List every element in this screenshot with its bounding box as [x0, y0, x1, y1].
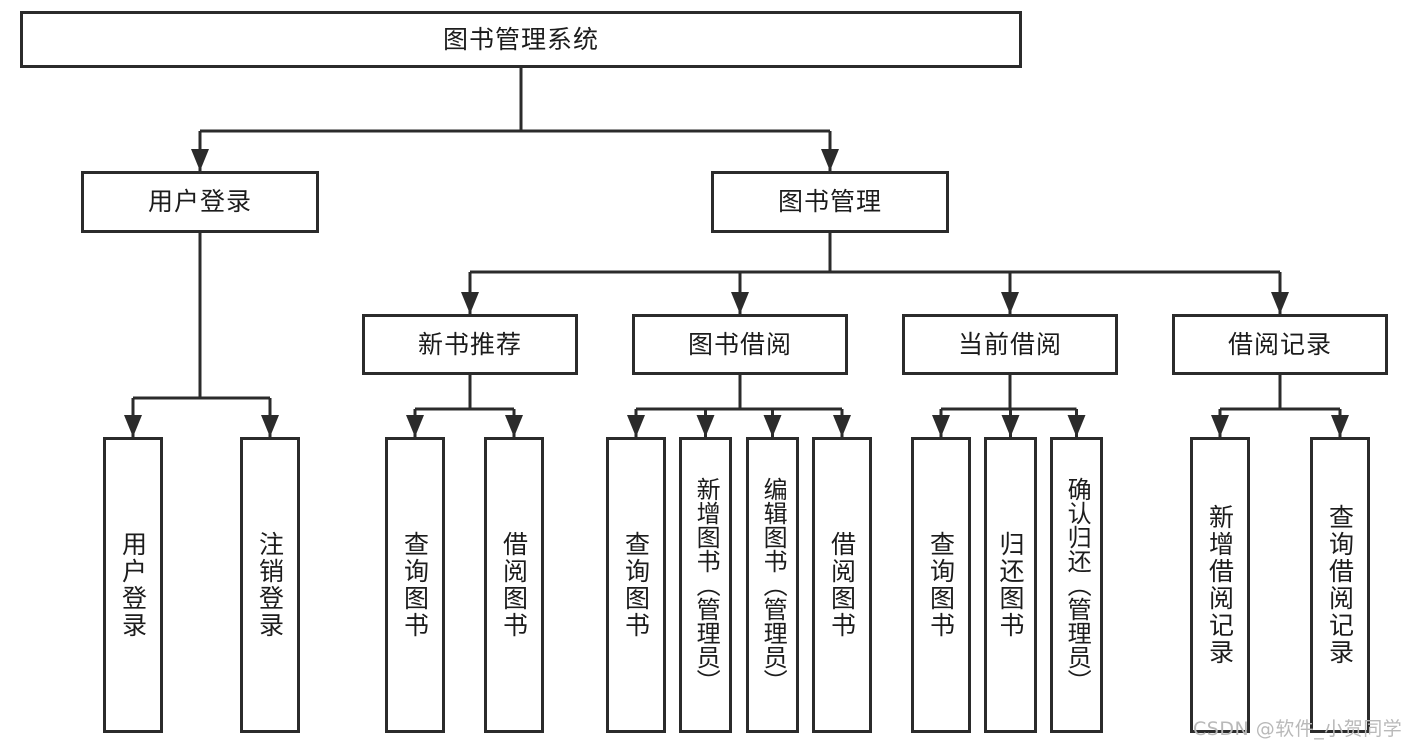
- node-book-manage[interactable]: 图书管理: [711, 171, 949, 233]
- node-book-borrow[interactable]: 图书借阅: [632, 314, 848, 375]
- arrowhead-icon: [1271, 292, 1289, 314]
- node-root[interactable]: 图书管理系统: [20, 11, 1022, 68]
- arrowhead-icon: [261, 415, 279, 437]
- node-label: 查询图书: [926, 531, 956, 639]
- node-label: 借阅记录: [1227, 329, 1332, 359]
- node-leaf-query-record[interactable]: 查询借阅记录: [1310, 437, 1370, 733]
- arrowhead-icon: [1067, 415, 1086, 437]
- node-label: 查询借阅记录: [1325, 504, 1355, 666]
- node-leaf-edit-book[interactable]: 编辑图书（管理员）: [746, 437, 799, 733]
- node-label: 归还图书: [996, 531, 1025, 639]
- node-leaf-query-book-cur[interactable]: 查询图书: [911, 437, 971, 733]
- node-user-login[interactable]: 用户登录: [81, 171, 319, 233]
- node-leaf-confirm-return[interactable]: 确认归还（管理员）: [1050, 437, 1103, 733]
- node-current-borrow[interactable]: 当前借阅: [902, 314, 1118, 375]
- node-leaf-user-login[interactable]: 用户登录: [103, 437, 163, 733]
- arrowhead-icon: [191, 149, 209, 171]
- node-label: 确认归还（管理员）: [1063, 477, 1092, 693]
- arrowhead-icon: [461, 292, 479, 314]
- node-label: 当前借阅: [957, 329, 1062, 359]
- node-label: 查询图书: [400, 531, 430, 639]
- node-leaf-add-book[interactable]: 新增图书（管理员）: [679, 437, 732, 733]
- node-label: 新增借阅记录: [1205, 504, 1235, 666]
- node-label: 新书推荐: [417, 329, 522, 359]
- arrowhead-icon: [833, 415, 851, 437]
- node-label: 用户登录: [147, 187, 252, 217]
- arrowhead-icon: [763, 415, 782, 437]
- arrowhead-icon: [821, 149, 839, 171]
- node-new-book-rec[interactable]: 新书推荐: [362, 314, 578, 375]
- arrowhead-icon: [124, 415, 142, 437]
- arrowhead-icon: [1331, 415, 1349, 437]
- arrowhead-icon: [1001, 292, 1019, 314]
- node-label: 查询图书: [621, 531, 651, 639]
- node-label: 用户登录: [118, 531, 148, 639]
- node-label: 借阅图书: [827, 531, 857, 639]
- arrowhead-icon: [406, 415, 424, 437]
- arrowhead-icon: [731, 292, 749, 314]
- arrowhead-icon: [1211, 415, 1229, 437]
- arrowhead-icon: [1001, 415, 1020, 437]
- arrowhead-icon: [696, 415, 715, 437]
- arrowhead-icon: [627, 415, 645, 437]
- node-leaf-return-book[interactable]: 归还图书: [984, 437, 1037, 733]
- node-leaf-borrow-book[interactable]: 借阅图书: [812, 437, 872, 733]
- node-leaf-query-book-borrow[interactable]: 查询图书: [606, 437, 666, 733]
- arrowhead-icon: [932, 415, 950, 437]
- watermark-label: CSDN @软件_小贺同学: [1193, 718, 1403, 740]
- node-leaf-query-book-rec[interactable]: 查询图书: [385, 437, 445, 733]
- node-label: 编辑图书（管理员）: [759, 477, 788, 693]
- node-leaf-add-record[interactable]: 新增借阅记录: [1190, 437, 1250, 733]
- node-leaf-user-logout[interactable]: 注销登录: [240, 437, 300, 733]
- node-label: 新增图书（管理员）: [692, 477, 721, 693]
- arrowhead-icon: [505, 415, 523, 437]
- node-label: 图书借阅: [687, 329, 792, 359]
- node-leaf-borrow-book-rec[interactable]: 借阅图书: [484, 437, 544, 733]
- node-label: 注销登录: [255, 531, 285, 639]
- node-label: 图书管理系统: [442, 24, 599, 54]
- node-label: 图书管理: [777, 187, 882, 217]
- node-label: 借阅图书: [499, 531, 529, 639]
- node-borrow-record[interactable]: 借阅记录: [1172, 314, 1388, 375]
